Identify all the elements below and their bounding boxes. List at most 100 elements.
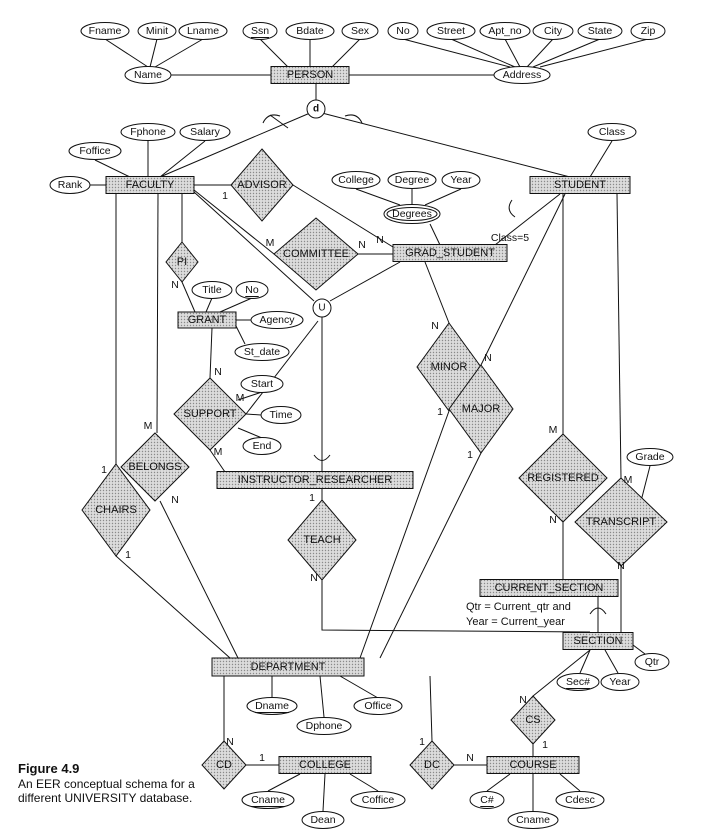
entity-course-label: COURSE (509, 759, 556, 771)
attribute-fphone (120, 123, 176, 141)
attribute-degrees (383, 204, 441, 224)
ln-cdesc (559, 773, 581, 792)
attribute-dean-label: Dean (310, 814, 335, 826)
attribute-st-date-label: St_date (244, 346, 280, 358)
attribute-zip (630, 22, 666, 40)
attribute-agency-label: Agency (259, 314, 295, 326)
ln-fac-com (193, 189, 275, 255)
ln-office (339, 675, 379, 699)
attribute-apt-no (479, 22, 531, 40)
cardinality-c-sup-grant: N (214, 366, 222, 378)
attribute-salary (179, 123, 231, 141)
ln-subset-f (269, 114, 289, 129)
attribute-name-label: Name (134, 69, 162, 81)
disjoint-circle (306, 99, 326, 119)
attribute-lname (178, 22, 228, 40)
entity-student (529, 176, 631, 194)
relationship-pi (165, 241, 199, 283)
ln-u-faculty (193, 191, 315, 302)
entity-college-label: COLLEGE (299, 759, 351, 771)
attribute-year-deg-label: Year (450, 174, 472, 186)
predicate-line1: Qtr = Current_qtr and (466, 601, 571, 613)
cardinality-c-dc-dept: 1 (419, 736, 425, 748)
cardinality-c-cs-course: 1 (542, 739, 548, 751)
entity-section (562, 632, 634, 650)
cardinality-c-bel-fac: M (144, 420, 153, 432)
attribute-address (493, 66, 551, 84)
attribute-name (124, 66, 172, 84)
attribute-dean (301, 811, 345, 829)
entity-department (211, 657, 365, 677)
attribute-coffice (350, 791, 406, 809)
entity-student-label: STUDENT (554, 179, 606, 191)
attribute-title-label: Title (202, 284, 222, 296)
ln-degrees-gs (429, 223, 441, 246)
attribute-foffice-label: Foffice (79, 145, 110, 157)
ln-fac-bel (156, 193, 159, 434)
entity-college (278, 756, 372, 774)
attribute-state-label: State (588, 25, 613, 37)
disjoint-symbol: d (313, 104, 319, 115)
relationship-support (173, 377, 247, 451)
ln-teach-section (321, 580, 591, 633)
attribute-title (191, 281, 233, 299)
ln-d-student (321, 112, 571, 178)
attribute-office (353, 697, 403, 715)
relationship-registered-label: REGISTERED (527, 472, 599, 484)
ln-adv-gs (292, 184, 394, 248)
cardinality-c-cd-college: 1 (259, 752, 265, 764)
attribute-coffice-label: Coffice (362, 794, 395, 806)
relationship-major-label: MAJOR (462, 403, 501, 415)
attribute-degrees-inner (386, 207, 438, 221)
entity-person (270, 66, 350, 84)
figure-label: Figure 4.9 (18, 761, 80, 776)
attribute-time-label: Time (270, 409, 293, 421)
class5-annotation: Class=5 (491, 232, 529, 244)
relationship-belongs (120, 432, 190, 502)
ln-support-ir (209, 449, 226, 473)
ln-zip (539, 38, 649, 68)
attribute-cno (469, 791, 505, 809)
cardinality-c-major-dept: 1 (467, 449, 473, 461)
attribute-sex (341, 22, 379, 40)
attribute-fname (80, 22, 130, 40)
ln-stdate (235, 325, 246, 345)
attribute-degrees-label: Degrees (392, 208, 432, 220)
union-circle (312, 298, 332, 318)
ln-minor-dept (359, 410, 450, 659)
ln-qtr (632, 644, 646, 655)
ln-ssn (259, 38, 289, 68)
attribute-ssn (242, 22, 278, 40)
relationship-pi-label: PI (177, 256, 187, 268)
ln-end (237, 427, 263, 439)
entity-department-label: DEPARTMENT (251, 661, 326, 673)
attribute-no (387, 22, 419, 40)
cardinality-c-sup-u: M (236, 392, 245, 404)
relationship-minor-label: MINOR (431, 361, 468, 373)
attribute-end-label: End (253, 440, 272, 452)
attribute-city-label: City (544, 25, 563, 37)
relationship-major (448, 364, 514, 454)
ln-no (402, 38, 511, 68)
attribute-agency (250, 311, 304, 329)
cardinality-c-com-fac: M (266, 237, 275, 249)
relationship-belongs-label: BELONGS (128, 461, 181, 473)
cardinality-c-teach-ir: 1 (309, 492, 315, 504)
relationship-committee-label: COMMITTEE (283, 248, 349, 260)
ln-dean (322, 773, 326, 812)
ln-city (526, 38, 554, 68)
attribute-foffice (68, 142, 122, 160)
ln-section-cs (532, 649, 591, 697)
entity-instructor-researcher-label: INSTRUCTOR_RESEARCHER (238, 474, 392, 486)
attribute-rank (49, 176, 91, 194)
ln-d-faculty (159, 112, 311, 178)
attribute-address-label: Address (503, 69, 542, 81)
cardinality-c-chairs-dept: 1 (125, 549, 131, 561)
relationship-support-label: SUPPORT (184, 408, 237, 420)
attribute-city (532, 22, 574, 40)
attribute-cdesc (555, 791, 605, 809)
relationship-dc (409, 740, 455, 790)
cardinality-c-tr-st: M (624, 474, 633, 486)
subset-arc-ir (313, 454, 331, 461)
cardinality-c-fac-adv: 1 (222, 190, 228, 202)
